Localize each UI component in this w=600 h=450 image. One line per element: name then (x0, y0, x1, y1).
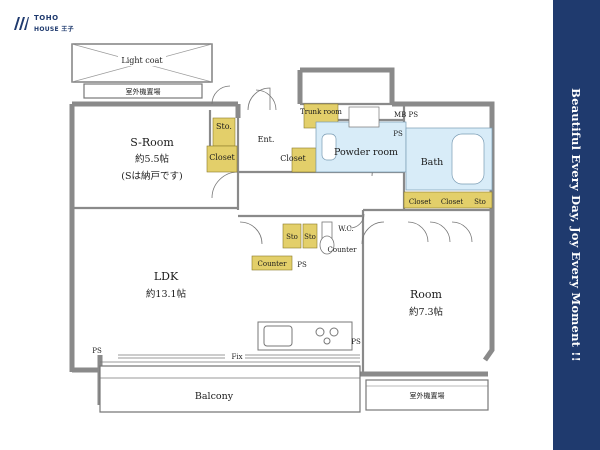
outer-walls (69, 67, 495, 405)
sto-label-4: Sto (304, 233, 316, 241)
s-room-note: (Sは納戸です) (121, 170, 182, 182)
brand-logo: TOHO HOUSE 王子 (12, 12, 102, 42)
ps-label-2: PS (297, 261, 307, 269)
stove-burner-icon (329, 327, 339, 337)
sto-label-3: Sto (286, 233, 298, 241)
sto-label-2: Sto (474, 198, 486, 206)
brand-mark-icon (14, 17, 29, 30)
washer-icon (348, 106, 380, 128)
light-coat-label: Light coat (121, 56, 163, 65)
room-size: 約7.3帖 (409, 306, 444, 318)
s-room-name: S-Room (130, 136, 174, 149)
outdoor-unit-bottom-label: 室外機置場 (410, 391, 445, 400)
balcony-label: Balcony (195, 391, 234, 402)
closet-row-box (403, 191, 493, 209)
closet-label-1: Closet (209, 153, 235, 162)
light-coat-area: Light coat (71, 43, 213, 83)
powder-room-label: Powder room (334, 147, 398, 158)
counter-label-1: Counter (258, 260, 288, 268)
stove-burner-icon (315, 327, 325, 337)
sink (321, 133, 337, 161)
closet-label-2: Closet (280, 154, 306, 163)
room-name: Room (410, 288, 443, 301)
windows (100, 354, 360, 363)
balcony-area (99, 365, 489, 413)
storage-fixtures (206, 103, 493, 271)
mb-ps-label: MB PS (394, 111, 418, 119)
outdoor-unit-top: 室外機置場 (83, 83, 203, 99)
door-swings (211, 85, 473, 245)
counter-left-box (251, 255, 293, 271)
bathtub (451, 133, 485, 185)
wet-areas (315, 106, 493, 191)
ps-label-4: PS (92, 347, 102, 355)
brand-name-line2: HOUSE 王子 (34, 26, 74, 33)
closet-label-4: Closet (441, 198, 464, 206)
sto-label-1: Sto. (216, 122, 232, 131)
slogan-banner (553, 0, 600, 450)
fix-label: Fix (231, 353, 242, 361)
ps-label-1: PS (393, 130, 403, 138)
stove-burner-icon (323, 337, 331, 345)
kitchen-sink-icon (263, 325, 293, 347)
slogan-text: Beautiful Every Day, Joy Every Moment !! (569, 88, 583, 362)
closet-entrance-box (291, 147, 317, 173)
bath-label: Bath (421, 157, 444, 168)
sto-box-b (302, 223, 318, 249)
ldk-size: 約13.1帖 (146, 288, 187, 300)
kitchen-counter (257, 321, 353, 351)
ps-label-3: PS (351, 338, 361, 346)
toilet-fixture (319, 221, 335, 255)
closet-label-3: Closet (409, 198, 432, 206)
s-room-size: 約5.5帖 (135, 153, 170, 165)
counter-label-2: Counter (328, 246, 358, 254)
outdoor-unit-top-label: 室外機置場 (126, 87, 161, 96)
brand-name-line1: TOHO (34, 14, 59, 22)
closet-s-room-box (206, 145, 238, 173)
sto-box-a (282, 223, 302, 249)
trunk-room-label: Trunk room (300, 108, 342, 116)
wc-label: W.C. (338, 225, 354, 233)
entrance-label: Ent. (258, 135, 275, 144)
ldk-name: LDK (154, 270, 179, 283)
